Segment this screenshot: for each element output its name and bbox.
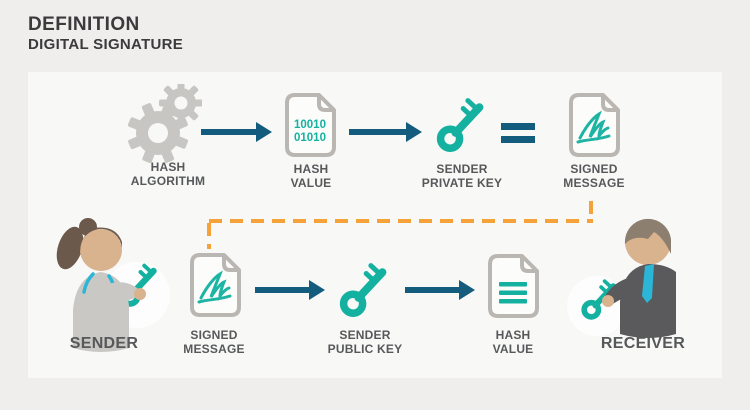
gears-icon [127,84,202,164]
binary-line-1: 10010 [294,119,326,131]
document-binary-icon: 10010 01010 [285,93,336,157]
page-subtitle: DIGITAL SIGNATURE [28,36,184,53]
arrow-right-icon [201,122,272,142]
dashed-connector-right [589,201,593,221]
public-key-icon [339,263,387,317]
dashed-connector-horizontal [209,219,593,223]
label-receiver: RECEIVER [600,335,686,352]
label-hash-value-top: HASH VALUE [290,162,332,190]
arrow-right-icon [255,280,325,300]
document-hash-icon [488,254,539,318]
label-sender-public-key: SENDER PUBLIC KEY [327,328,403,356]
document-signature-icon [569,93,620,157]
private-key-icon [436,98,484,152]
receiver-person-illustration [567,218,676,338]
document-signature-icon [190,253,241,317]
label-hash-algorithm: HASH ALGORITHM [130,160,206,188]
sender-person-illustration [56,218,170,352]
arrow-right-icon [405,280,475,300]
arrow-right-icon [349,122,422,142]
binary-line-2: 01010 [294,132,326,144]
page-title: DEFINITION [28,14,140,35]
dashed-connector-left [207,223,211,249]
label-hash-value-bottom: HASH VALUE [492,328,534,356]
label-signed-message-bottom: SIGNED MESSAGE [183,328,245,356]
label-signed-message-top: SIGNED MESSAGE [563,162,625,190]
label-sender: SENDER [69,335,139,352]
label-sender-private-key: SENDER PRIVATE KEY [421,162,503,190]
equals-icon [501,123,535,143]
